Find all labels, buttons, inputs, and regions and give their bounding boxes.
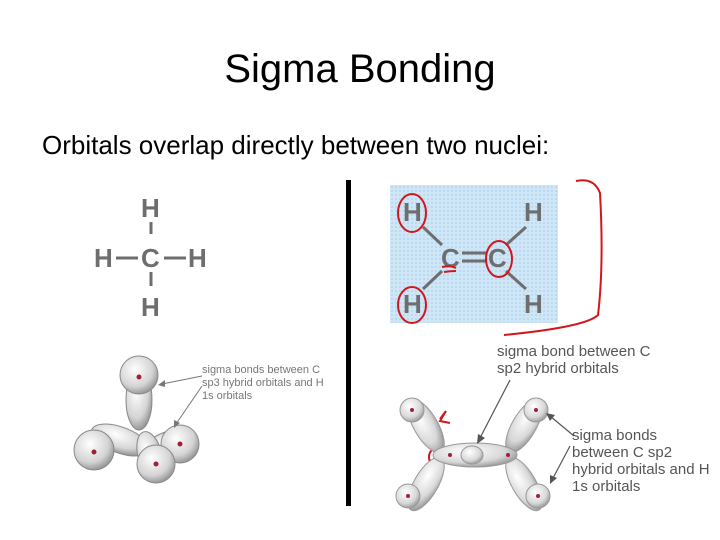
ethene-structure: H H C C H H [403,197,543,319]
bond-line [421,225,444,247]
sigma-bond-overlap [460,445,484,465]
nucleus-dot [506,453,510,457]
divider-line [346,180,351,506]
red-circle-c [485,240,513,278]
nucleus-dot [153,461,159,467]
nucleus-dot [536,494,540,498]
ethene-atom-h-topleft: H [403,197,422,227]
ethene-atom-h-bottomleft: H [403,289,422,319]
methane-structure: H H C H H [94,193,207,322]
ethene-note-right: sigma bonds between C sp2 hybrid orbital… [572,427,710,495]
arrowhead [550,475,557,484]
nucleus-dot [406,494,410,498]
methane-note-arrows [158,375,203,428]
red-underline-mark [441,265,457,273]
arrowhead [477,434,485,444]
arrow-line [479,379,511,439]
arrow-line [175,385,203,425]
slide-bullet-text: Orbitals overlap directly between two nu… [42,130,550,160]
arrow-line [161,375,203,385]
nucleus-dot [177,441,183,447]
nucleus-dot [136,374,142,380]
red-circle-h [397,193,427,233]
ethene-note-arrows [477,379,575,484]
bond-line [504,269,528,291]
bond-line [504,225,528,247]
arrowhead [174,420,180,428]
nucleus-dot [534,408,538,412]
ethene-orbital-model [395,397,551,512]
methane-atom-h-bottom: H [141,292,160,322]
nucleus-dot [448,453,452,457]
ethene-atom-h-bottomright: H [524,289,543,319]
ethene-atom-c-right: C [488,243,507,273]
arrow-line [551,445,571,481]
methane-orbital-model [73,355,200,484]
arrowhead [158,380,165,387]
bond-line [421,269,444,291]
red-bracket [503,179,603,336]
methane-atom-h-top: H [141,193,160,223]
methane-atom-h-left: H [94,243,113,273]
arrow-line [549,415,575,437]
red-tick-mark [438,410,451,424]
ethene-note-top: sigma bond between C sp2 hybrid orbitals [497,343,651,377]
arrowhead [546,413,555,421]
red-circle-h [397,286,427,324]
nucleus-dot [410,408,414,412]
methane-atom-c: C [141,243,160,273]
ethene-atom-h-topright: H [524,197,543,227]
slide-title: Sigma Bonding [224,47,496,91]
methane-note: sigma bonds between C sp3 hybrid orbital… [202,364,324,402]
nucleus-dot [91,449,97,455]
methane-atom-h-right: H [188,243,207,273]
